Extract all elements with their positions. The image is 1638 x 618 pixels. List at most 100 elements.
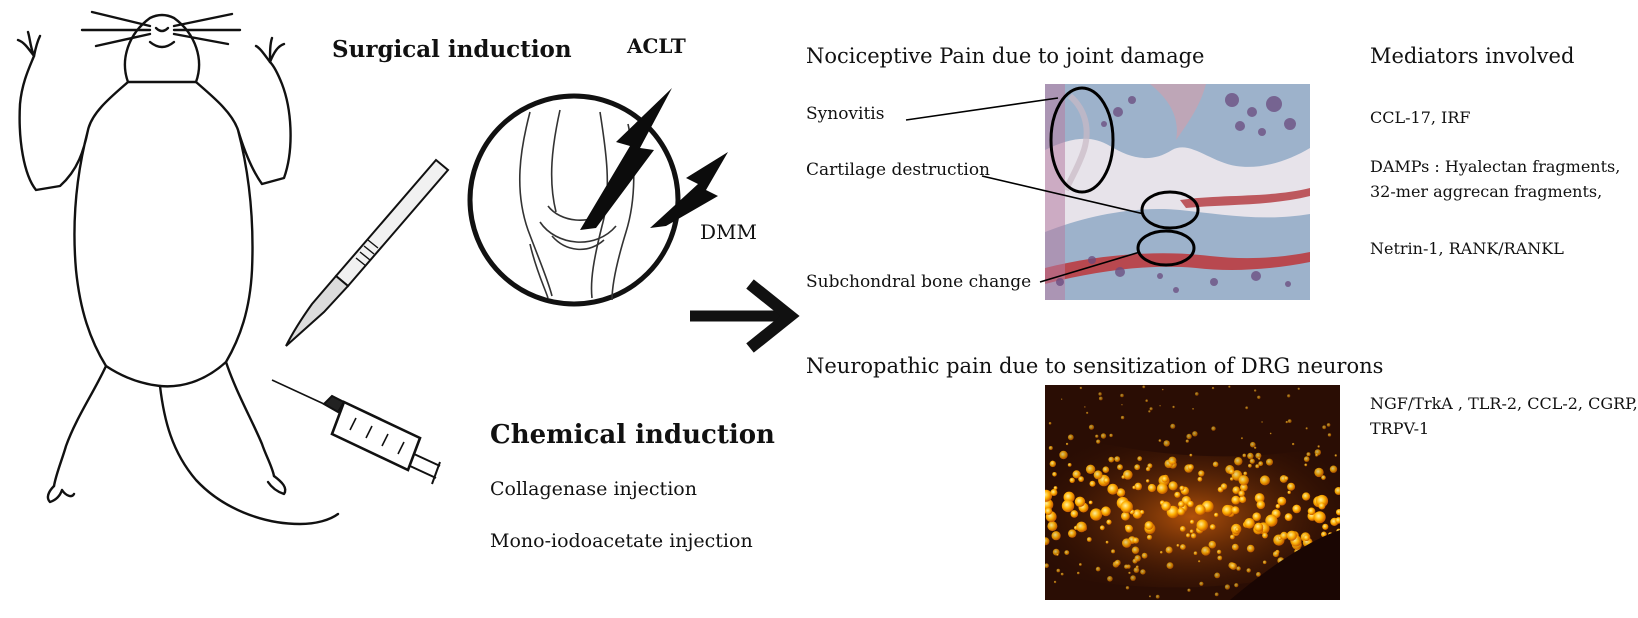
fluorescent-cell <box>1095 566 1101 572</box>
mediator-line-trpv1: TRPV-1 <box>1370 419 1430 438</box>
fluorescent-cell <box>1231 543 1239 551</box>
chemical-induction-title: Chemical induction <box>490 420 775 450</box>
cartilage-destruction-label: Cartilage destruction <box>806 160 991 180</box>
fluorescent-cell <box>1238 475 1249 486</box>
synovitis-ellipse <box>1049 86 1115 194</box>
fluorescent-cell <box>1078 476 1084 482</box>
fluorescent-cell <box>1248 463 1252 468</box>
fluorescent-cell <box>1061 499 1075 513</box>
fluorescent-cell <box>1114 456 1121 462</box>
fluorescent-cell <box>1189 519 1195 525</box>
fluorescent-cell <box>1177 507 1186 516</box>
fluorescent-cell <box>1053 580 1057 584</box>
fluorescent-cell <box>1329 465 1338 473</box>
dmm-label: DMM <box>700 220 757 244</box>
fluorescent-cell <box>1125 586 1130 590</box>
fluorescent-cell <box>1244 518 1255 529</box>
fluorescent-cell <box>1187 588 1191 592</box>
fluorescent-cell <box>1277 496 1287 506</box>
fluorescent-cell <box>1103 477 1110 484</box>
fluorescent-cell <box>1121 475 1126 479</box>
fluorescent-cell <box>1135 565 1139 569</box>
mono-iodoacetate-injection-label: Mono-iodoacetate injection <box>490 530 753 552</box>
fluorescent-cell <box>1303 534 1310 541</box>
fluorescent-cell <box>1160 551 1163 554</box>
fluorescent-cell <box>1099 525 1105 531</box>
fluorescent-cell <box>1262 560 1267 565</box>
fluorescent-cell <box>1315 453 1318 457</box>
fluorescent-cell <box>1250 441 1256 448</box>
fluorescent-cell <box>1145 466 1151 472</box>
fluorescent-cell <box>1334 487 1340 495</box>
fluorescent-cell <box>1228 469 1235 475</box>
rat-tail <box>158 384 340 526</box>
fluorescent-cell <box>1258 457 1261 460</box>
fluorescent-cell <box>1048 446 1053 450</box>
fluorescent-cell <box>1067 434 1074 441</box>
fluorescent-cell <box>1079 563 1082 566</box>
cartilage-leader <box>981 175 1145 215</box>
mediator-line-ccl17: CCL-17, IRF <box>1370 108 1471 127</box>
fluorescent-cell <box>1231 506 1240 515</box>
fluorescent-cell <box>1096 439 1101 444</box>
fluorescent-cell <box>1216 549 1222 555</box>
fluorescent-cell <box>1246 544 1255 553</box>
fluorescent-cell <box>1161 501 1171 512</box>
fluorescent-cell <box>1141 552 1148 559</box>
fluorescent-cell <box>1247 452 1254 460</box>
fluorescent-cell <box>1252 512 1261 521</box>
fluorescent-cell <box>1155 594 1160 599</box>
fluorescent-cell <box>1053 486 1058 490</box>
fluorescent-cell <box>1077 571 1080 575</box>
fluorescent-cell <box>1059 450 1068 460</box>
fluorescent-cell <box>1266 458 1273 466</box>
fluorescent-cell <box>1198 470 1205 477</box>
fluorescent-cell <box>1100 433 1107 439</box>
fluorescent-cell <box>1107 576 1113 582</box>
fluorescent-cell <box>1108 456 1115 463</box>
fluorescent-cell <box>1256 572 1261 577</box>
fluorescent-cell <box>1061 398 1063 400</box>
fluorescent-cell <box>1178 501 1185 508</box>
fluorescent-cell <box>1146 479 1150 483</box>
fluorescent-cell <box>1070 510 1079 518</box>
fluorescent-cell <box>1214 512 1219 518</box>
fluorescent-cell <box>1234 457 1243 466</box>
fluorescent-cell <box>1098 396 1103 401</box>
fluorescent-cell <box>1086 537 1092 542</box>
fluorescent-cell <box>1285 420 1289 424</box>
fluorescent-cell <box>1098 392 1102 396</box>
fluorescent-cell <box>1101 506 1111 517</box>
fluorescent-cell <box>1241 437 1243 440</box>
fluorescent-cell <box>1254 389 1257 392</box>
fluorescent-cell <box>1149 595 1151 598</box>
fluorescent-cell <box>1239 495 1247 504</box>
fluorescent-cell <box>1228 385 1231 388</box>
fluorescent-cell <box>1193 551 1198 555</box>
fluorescent-cell <box>1220 483 1228 490</box>
cartilage-ellipse <box>1140 190 1200 230</box>
fluorescent-cell <box>1088 500 1093 505</box>
fluorescent-cell <box>1045 507 1053 515</box>
fluorescent-cell <box>1144 521 1154 530</box>
fluorescent-cell <box>1084 406 1086 408</box>
fluorescent-cell <box>1302 492 1311 501</box>
fluorescent-cell <box>1278 536 1282 540</box>
surgical-induction-title: Surgical induction <box>332 36 572 63</box>
fluorescent-cell <box>1261 421 1263 423</box>
fluorescent-cell <box>1313 511 1326 524</box>
fluorescent-cell <box>1142 385 1146 389</box>
fluorescent-cell <box>1056 568 1061 573</box>
fluorescent-cell <box>1076 521 1087 533</box>
fluorescent-cell <box>1146 534 1153 540</box>
fluorescent-cell <box>1174 491 1181 498</box>
fluorescent-cell <box>1095 434 1099 438</box>
fluorescent-cell <box>1335 517 1340 524</box>
subchondral-ellipse <box>1136 229 1196 267</box>
fluorescent-cell <box>1222 504 1234 517</box>
fluorescent-cell <box>1336 509 1340 516</box>
fluorescent-cell <box>1056 553 1059 556</box>
fluorescent-cell <box>1334 454 1338 457</box>
fluorescent-cell <box>1120 500 1133 514</box>
fluorescent-cell <box>1162 388 1164 391</box>
